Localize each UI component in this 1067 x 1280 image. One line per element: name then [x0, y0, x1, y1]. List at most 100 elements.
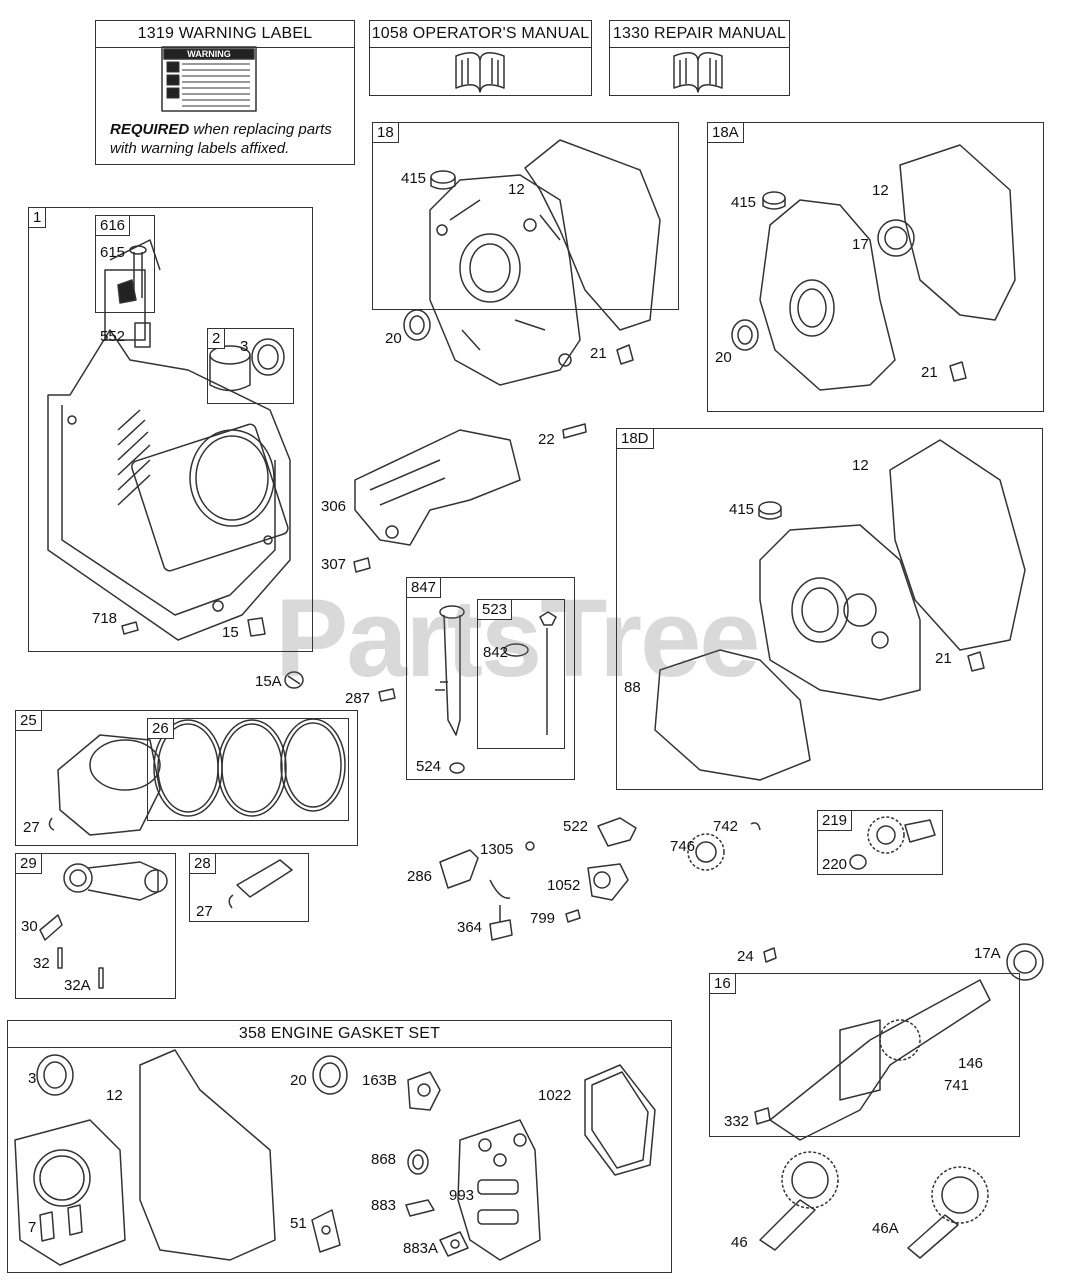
assembly-box-1[interactable]: 1 — [28, 207, 313, 652]
callout[interactable]: 46A — [872, 1220, 899, 1237]
operators-manual-box[interactable]: 1058 OPERATOR'S MANUAL — [369, 20, 592, 96]
assembly-tag-16: 16 — [709, 973, 736, 994]
callout[interactable]: 12 — [872, 182, 889, 199]
callout[interactable]: 32 — [33, 955, 50, 972]
callout[interactable]: 718 — [92, 610, 118, 627]
callout[interactable]: 20 — [385, 330, 402, 347]
callout[interactable]: 741 — [944, 1077, 970, 1094]
callout[interactable]: 46 — [731, 1234, 748, 1251]
callout[interactable]: 868 — [371, 1151, 397, 1168]
assembly-box-26[interactable]: 26 — [147, 718, 349, 821]
assembly-box-28[interactable]: 28 — [189, 853, 309, 922]
callout[interactable]: 1052 — [547, 877, 581, 894]
callout[interactable]: 146 — [958, 1055, 984, 1072]
required-word: REQUIRED — [110, 121, 190, 138]
book-icon — [455, 52, 505, 93]
callout[interactable]: 17 — [852, 236, 869, 253]
assembly-box-18[interactable]: 18 — [372, 122, 679, 310]
gasket-set-parts — [14, 1049, 656, 1266]
bracket-286 — [439, 817, 637, 941]
callout[interactable]: 364 — [457, 919, 483, 936]
callout[interactable]: 20 — [715, 349, 732, 366]
callout[interactable]: 415 — [731, 194, 757, 211]
assembly-tag-2: 2 — [207, 328, 226, 349]
assembly-tag-25: 25 — [15, 710, 42, 731]
callout[interactable]: 20 — [290, 1072, 307, 1089]
warning-label-box[interactable]: 1319 WARNING LABEL — [95, 20, 355, 165]
camshaft-46 — [759, 1151, 839, 1251]
callout[interactable]: 27 — [196, 903, 213, 920]
assembly-box-18A[interactable]: 18A — [707, 122, 1044, 412]
repair-manual-box[interactable]: 1330 REPAIR MANUAL — [609, 20, 790, 96]
callout[interactable]: 3 — [240, 338, 249, 355]
callout[interactable]: 17A — [974, 945, 1001, 962]
crankshaft-16 — [754, 943, 1044, 1141]
assembly-box-25[interactable]: 25 — [15, 710, 358, 846]
callout[interactable]: 993 — [449, 1187, 475, 1204]
assembly-tag-18D: 18D — [616, 428, 654, 449]
callout[interactable]: 12 — [106, 1087, 123, 1104]
callout[interactable]: 307 — [321, 556, 347, 573]
sticker-lines — [166, 61, 250, 107]
assembly-box-29[interactable]: 29 — [15, 853, 176, 999]
assembly-box-18D[interactable]: 18D — [616, 428, 1043, 790]
callout[interactable]: 12 — [852, 457, 869, 474]
callout[interactable]: 286 — [407, 868, 433, 885]
assembly-box-16[interactable]: 16 — [709, 973, 1020, 1137]
callout[interactable]: 15 — [222, 624, 239, 641]
callout[interactable]: 30 — [21, 918, 38, 935]
crankcase-cover-18 — [403, 139, 661, 386]
callout[interactable]: 21 — [935, 650, 952, 667]
callout[interactable]: 7 — [28, 1219, 37, 1236]
callout[interactable]: 332 — [724, 1113, 750, 1130]
required-rest: when replacing parts — [189, 121, 332, 138]
assembly-box-219[interactable]: 219 — [817, 810, 943, 875]
callout[interactable]: 615 — [100, 244, 126, 261]
callout[interactable]: 842 — [483, 644, 509, 661]
callout[interactable]: 524 — [416, 758, 442, 775]
callout[interactable]: 415 — [729, 501, 755, 518]
callout[interactable]: 24 — [737, 948, 754, 965]
assembly-box-847[interactable]: 847 — [406, 577, 575, 780]
sticker-title: WARNING — [187, 49, 231, 59]
callout[interactable]: 27 — [23, 819, 40, 836]
callout[interactable]: 163B — [362, 1072, 398, 1089]
callout[interactable]: 306 — [321, 498, 347, 515]
callout[interactable]: 15A — [255, 673, 282, 690]
assembly-box-2[interactable]: 2 — [207, 328, 294, 404]
callout[interactable]: 3 — [28, 1070, 37, 1087]
assembly-tag-18A: 18A — [707, 122, 744, 143]
callout[interactable]: 1022 — [538, 1087, 572, 1104]
camshaft-46A — [907, 1166, 989, 1259]
assembly-box-523[interactable]: 523 — [477, 599, 565, 749]
callout[interactable]: 32A — [64, 977, 91, 994]
watermark: PartsTree — [275, 577, 760, 700]
callout[interactable]: 742 — [713, 818, 739, 835]
gasket-set-title: 358 ENGINE GASKET SET — [8, 1021, 671, 1048]
callout[interactable]: 883A — [403, 1240, 439, 1257]
callout[interactable]: 552 — [100, 328, 126, 345]
callout[interactable]: 883 — [371, 1197, 397, 1214]
callout[interactable]: 88 — [624, 679, 641, 696]
callout[interactable]: 522 — [563, 818, 589, 835]
callout[interactable]: 12 — [508, 181, 525, 198]
plug-15 — [247, 617, 266, 637]
dipstick-tube-847 — [378, 605, 557, 774]
gear-746 — [687, 822, 761, 871]
gasket-set-box[interactable]: 358 ENGINE GASKET SET — [7, 1020, 672, 1273]
plug-15A — [284, 671, 304, 689]
callout[interactable]: 1305 — [480, 841, 514, 858]
assembly-box-616[interactable]: 616 — [95, 215, 155, 313]
assembly-tag-847: 847 — [406, 577, 442, 598]
callout[interactable]: 799 — [530, 910, 556, 927]
callout[interactable]: 415 — [401, 170, 427, 187]
callout[interactable]: 746 — [670, 838, 696, 855]
callout[interactable]: 287 — [345, 690, 371, 707]
callout[interactable]: 220 — [822, 856, 848, 873]
callout[interactable]: 51 — [290, 1215, 307, 1232]
sleeve-552 — [134, 322, 151, 348]
callout[interactable]: 22 — [538, 431, 555, 448]
callout[interactable]: 21 — [921, 364, 938, 381]
callout[interactable]: 21 — [590, 345, 607, 362]
